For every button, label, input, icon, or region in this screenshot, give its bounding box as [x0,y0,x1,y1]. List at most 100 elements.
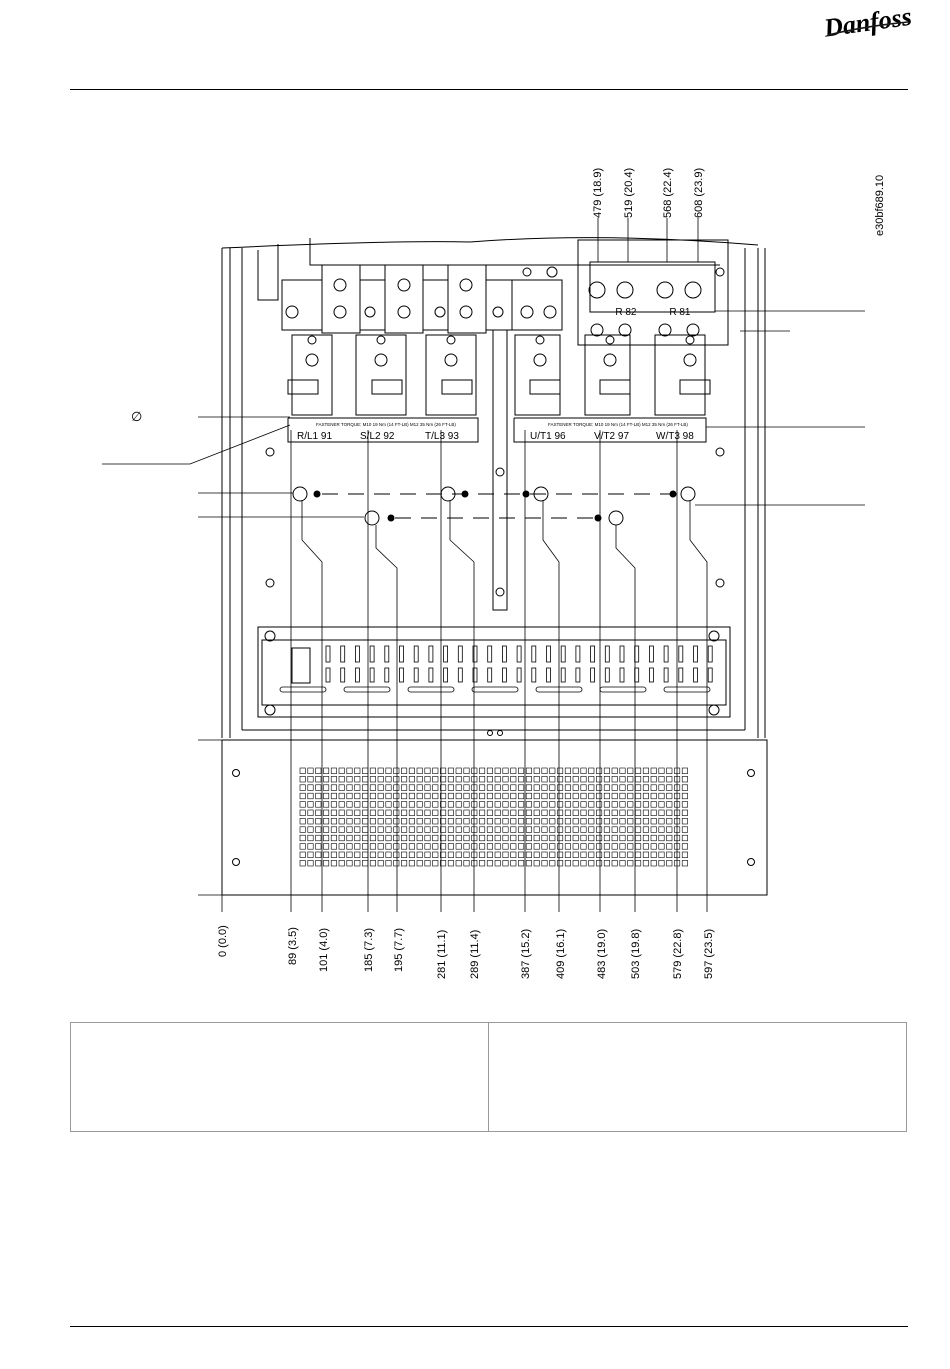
vent-hole [681,767,688,774]
vent-hole [502,826,509,833]
vent-hole [315,860,322,867]
vent-hole [385,834,392,842]
vent-hole [455,834,462,842]
vent-hole [525,776,532,783]
vent-hole [315,843,322,850]
vent-hole [416,860,423,867]
vent-hole [518,818,525,825]
vent-hole [416,851,423,858]
vent-hole [635,792,642,800]
vent-hole [674,818,681,825]
vent-hole [471,776,478,783]
vent-hole [619,834,626,842]
vent-hole [588,801,595,808]
vent-hole [486,860,493,867]
clamp-slot [428,667,434,683]
vent-hole [627,843,634,850]
vent-hole [635,818,642,825]
vent-hole [440,792,447,800]
vent-hole [533,767,540,774]
clamp-slot [501,645,507,663]
mounting-holes [265,447,725,588]
vent-hole [650,851,657,858]
vent-hole [603,834,610,842]
vent-hole [486,792,493,800]
clamp-slot [707,645,713,663]
vent-hole [432,818,439,825]
clamp-slot [590,667,595,683]
vent-hole [611,843,618,850]
clamp-slot [443,667,449,683]
terminal-label-u-t1: U/T1 96 [530,431,566,442]
bottom-dim-0: 0 (0.0) [217,925,229,957]
vent-hole [603,818,610,825]
vent-hole [369,843,376,850]
vent-hole [533,834,540,842]
vent-hole [385,843,392,850]
vent-hole [323,792,330,800]
vent-hole [674,851,681,858]
vent-hole [549,860,556,867]
vent-hole [471,784,478,791]
clamp-slot [546,645,551,663]
vent-hole [549,851,556,858]
vent-hole [525,834,532,842]
vent-hole [533,843,540,850]
vent-hole [486,826,493,833]
vent-hole [611,818,618,825]
vent-hole [596,851,603,858]
vent-hole [642,851,649,858]
vent-hole [346,834,353,842]
vent-hole [299,767,306,774]
top-dim-519: 519 (20.4) [623,168,635,218]
vent-hole [603,801,610,808]
vent-hole [580,767,587,774]
vent-hole [494,851,501,858]
vent-hole [315,826,322,833]
vent-hole [541,784,548,791]
clamp-slot [516,645,522,663]
vent-hole [572,809,579,816]
vent-hole [401,826,408,833]
vent-hole [408,851,415,858]
vent-hole [362,792,369,800]
vent-hole [463,767,470,774]
vent-hole [518,776,525,783]
vent-hole [666,826,673,833]
vent-hole [440,776,447,783]
vent-hole [369,776,376,783]
vent-hole [603,826,610,833]
vent-hole [518,767,525,774]
vent-hole [627,784,634,791]
vent-hole [354,792,361,800]
vent-hole [408,843,415,850]
vent-hole [603,792,610,800]
vent-hole [557,809,564,816]
vent-hole [330,834,337,842]
vent-hole [666,843,673,850]
vent-hole [315,792,322,800]
vent-hole [510,784,517,791]
vent-hole [385,809,392,816]
vent-hole [557,834,564,842]
vent-hole [486,843,493,850]
vent-hole [471,809,478,816]
clamp-long-slot [279,686,327,693]
vent-hole [447,818,454,825]
vent-hole [299,843,306,850]
vent-hole [541,809,548,816]
vent-hole [596,834,603,842]
vent-hole [416,776,423,783]
vent-hole [681,784,688,791]
vent-hole [580,826,587,833]
left-bracket [257,244,279,301]
vent-hole [447,843,454,850]
vent-hole [463,809,470,816]
vent-hole [510,843,517,850]
clamp-slot [649,645,654,663]
vent-hole [564,792,571,800]
vent-hole [627,767,634,774]
vent-hole [479,818,486,825]
vent-hole [455,860,462,867]
vent-hole [619,843,626,850]
